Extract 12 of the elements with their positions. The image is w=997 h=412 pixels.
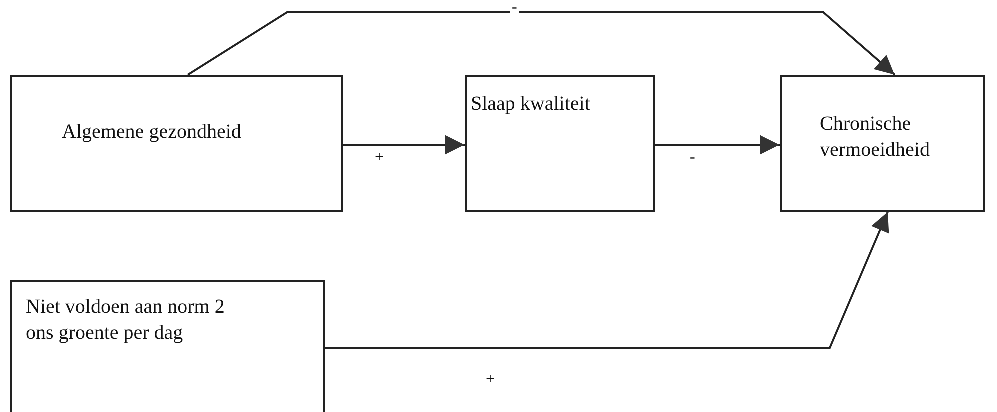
box-text: Slaap kwaliteit xyxy=(471,92,592,117)
process-box xyxy=(465,75,655,212)
box-text: Algemene gezondheid xyxy=(62,120,242,145)
box-text: Niet voldoen aan norm 2 ons groente per dag xyxy=(26,295,226,346)
arrow xyxy=(655,135,780,155)
process-box xyxy=(780,75,985,212)
arrow xyxy=(325,212,890,349)
arrow xyxy=(343,135,465,155)
arrow xyxy=(187,11,896,76)
process-box xyxy=(10,75,343,212)
process-box xyxy=(10,280,325,412)
box-text: Chronische vermoeidheid xyxy=(820,112,931,163)
